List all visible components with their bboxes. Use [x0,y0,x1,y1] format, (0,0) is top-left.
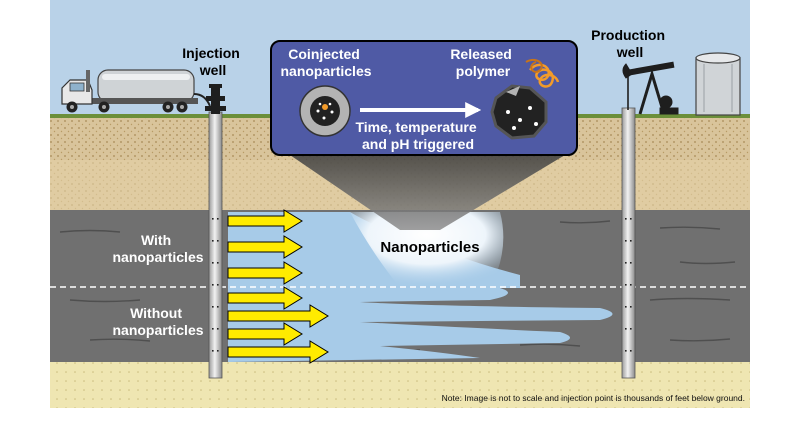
arrow-without-4 [227,340,329,364]
nanoparticles-label: Nanoparticles [380,239,479,256]
injection-well-pipe [208,111,223,379]
production-well-label: Production well [591,27,669,60]
trigger-label: Time, temperature and pH triggered [355,119,480,152]
coinjected-label: Coinjected nanoparticles [280,46,371,79]
wellhead-valve-icon [205,84,226,114]
released-polymer-label: Released polymer [450,46,515,79]
water-fingers [228,288,613,362]
nanoparticle-zone [350,212,504,288]
magnify-beam [290,155,565,230]
perforations-injection [212,218,219,352]
injection-well-label: Injection well [182,45,243,78]
arrow-with-3 [227,261,303,285]
perforations-production [625,218,632,352]
without-nanoparticles-label: Without nanoparticles [112,305,203,338]
with-nanoparticles-label: With nanoparticles [112,232,203,265]
arrow-without-3 [227,322,303,346]
arrow-with-1 [227,209,303,233]
pumpjack-icon [622,61,679,115]
rock-streaks [59,219,736,352]
flow-arrows [227,209,329,364]
polymer-release-icon [490,58,560,140]
tanker-truck-icon [61,69,211,113]
arrow-with-2 [227,235,303,259]
production-well-pipe [621,107,636,379]
storage-tank-icon [695,52,741,116]
nanoparticle-icon [299,85,351,137]
arrow-without-1 [227,286,303,310]
scale-note: Note: Image is not to scale and injectio… [442,393,745,403]
arrow-without-2 [227,304,329,328]
